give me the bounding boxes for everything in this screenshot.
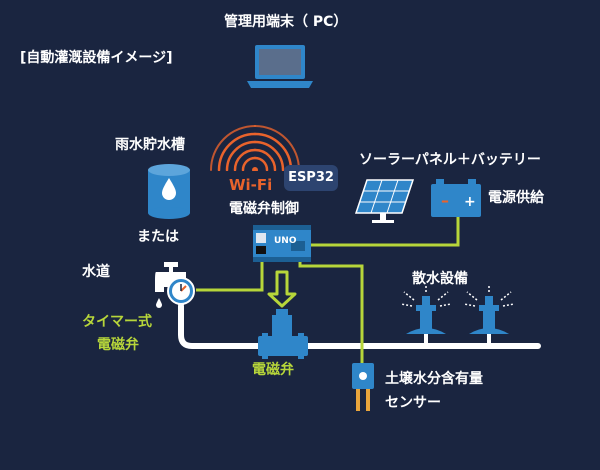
wire-sensor (298, 262, 364, 365)
valve-arrow (267, 270, 297, 308)
soil-sensor-icon (352, 363, 374, 411)
svg-text:–: – (441, 191, 449, 210)
rain-tank-icon (148, 164, 190, 219)
wire-power (310, 217, 460, 247)
wire-timer (196, 262, 264, 292)
sensor-label-2: センサー (385, 395, 441, 411)
laptop-icon (247, 45, 313, 88)
timer-valve-label-2: 電磁弁 (97, 337, 139, 353)
battery-icon: – + (431, 179, 481, 217)
tap-label: 水道 (82, 264, 110, 280)
pc-label: 管理用端末（ PC） (224, 14, 348, 30)
power-label: 電源供給 (488, 190, 544, 206)
timer-valve-label-1: タイマー式 (82, 314, 152, 330)
wifi-icon (210, 125, 300, 173)
sensor-label-1: 土壌水分含有量 (385, 371, 483, 387)
or-label: または (137, 229, 179, 245)
arduino-board-icon (253, 225, 311, 262)
sprinkler-icon-1 (400, 286, 452, 334)
esp32-badge: ESP32 (284, 165, 338, 191)
solenoid-label: 電磁弁 (252, 362, 294, 378)
diagram-title: [自動灌漑設備イメージ] (20, 50, 173, 66)
valve-control-label: 電磁弁制御 (229, 201, 299, 217)
sprinkler-label: 散水設備 (412, 271, 468, 287)
water-pipe (178, 303, 541, 349)
rain-tank-label: 雨水貯水槽 (115, 137, 185, 153)
solar-label: ソーラーパネル＋バッテリー (359, 152, 541, 168)
control-wiring (196, 217, 460, 365)
sprinkler-icon-2 (463, 286, 515, 334)
wifi-label: Wi-Fi (229, 176, 273, 194)
solar-panel-icon (354, 179, 415, 223)
timer-dial-icon (167, 277, 195, 305)
uno-label: UNO (274, 236, 297, 246)
svg-text:+: + (464, 194, 476, 210)
solenoid-valve-icon (258, 309, 308, 359)
